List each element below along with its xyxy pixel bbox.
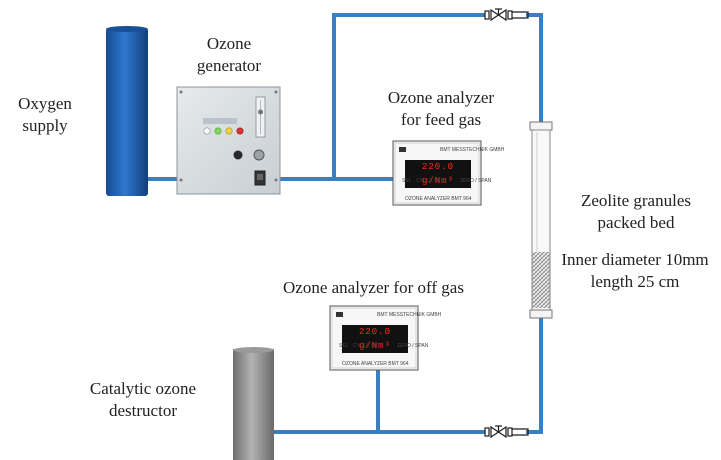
feed-analyzer-model: OZONE ANALYZER BMT 964: [405, 196, 472, 202]
column-dimensions-label: Inner diameter 10mm length 25 cm: [561, 250, 709, 291]
pipe-column-to-bottom: [526, 318, 543, 434]
valve-bottom: [484, 425, 529, 439]
zeolite-bed-label: Zeolite granules packed bed: [581, 191, 691, 232]
offgas-analyzer-label: Ozone analyzer for off gas: [283, 278, 464, 297]
feed-analyzer-btn-cycle: CYCLE SET: [416, 178, 444, 184]
feed-analyzer-btn-zero: ZERO / SPAN: [460, 178, 492, 184]
generator-label-plate: [203, 118, 237, 124]
column-top-cap: [529, 121, 553, 131]
oxygen-cylinder: [106, 28, 148, 196]
ozone-generator-label: Ozone generator: [196, 34, 262, 75]
pipe-network: [146, 13, 543, 434]
flow-meter-float: [258, 109, 263, 115]
pipe-riser-top: [332, 13, 487, 181]
feed-analyzer-btn-sel: SEL: [402, 178, 412, 184]
feed-analyzer-display: 220.0 g/Nm³: [405, 160, 471, 188]
valve-top: [484, 8, 529, 22]
pipe-top-to-column: [526, 13, 543, 124]
indicator-green: [214, 127, 222, 135]
oxygen-cylinder-top: [106, 26, 148, 32]
zeolite-packing: [532, 252, 550, 308]
indicator-yellow: [225, 127, 233, 135]
offgas-analyzer-display: 220.0 g/Nm³: [342, 325, 408, 353]
offgas-analyzer-btn-sel: SEL: [339, 343, 349, 349]
power-switch: [233, 150, 243, 160]
feed-analyzer-header: BMT MESSTECHNIK GMBH: [440, 147, 505, 153]
offgas-analyzer-btn-zero: ZERO / SPAN: [397, 343, 429, 349]
offgas-analyzer-btn-cycle: CYCLE SET: [353, 343, 381, 349]
destructor-label: Catalytic ozone destructor: [89, 379, 197, 420]
catalytic-destructor: [233, 349, 274, 460]
indicator-red: [236, 127, 244, 135]
offgas-analyzer-header: BMT MESSTECHNIK GMBH: [377, 312, 442, 318]
offgas-analyzer-model: OZONE ANALYZER BMT 964: [342, 361, 409, 367]
oxygen-supply-label: Oxygen supply: [18, 94, 72, 135]
feed-analyzer-label: Ozone analyzer for feed gas: [387, 88, 495, 129]
indicator-white: [203, 127, 211, 135]
control-knob: [253, 149, 265, 161]
column-bottom-cap: [529, 309, 553, 319]
